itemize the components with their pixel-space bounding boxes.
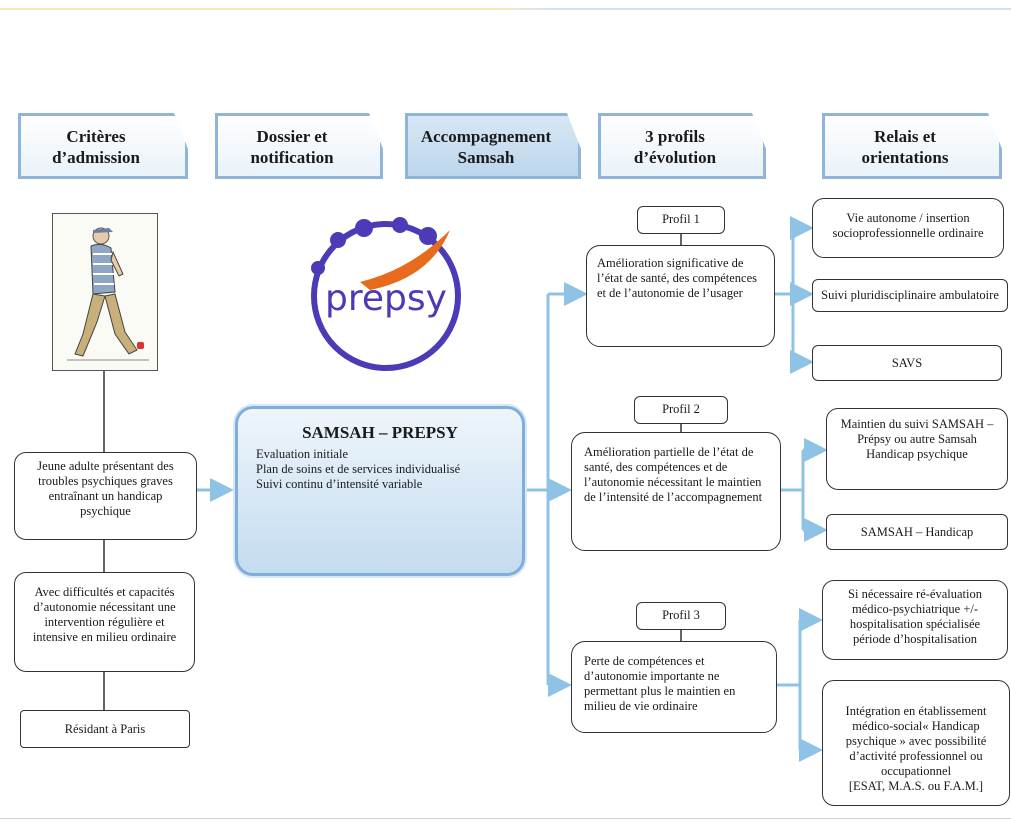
prepsy-logo-text: prepsy bbox=[325, 278, 447, 319]
bottom-border-line bbox=[0, 818, 1011, 819]
relais-maintien-suivi-text: Maintien du suivi SAMSAH – Prépsy ou aut… bbox=[840, 417, 994, 461]
relais-integration-text: Intégration en établissement médico-soci… bbox=[845, 704, 987, 793]
samsah-prepsy-box: SAMSAH – PREPSY Evaluation initiale Plan… bbox=[235, 406, 525, 576]
header-relais: Relais et orientations bbox=[822, 113, 1002, 179]
profil-2-box: Amélioration partielle de l’état de sant… bbox=[571, 432, 781, 551]
criteria-paris-text: Résidant à Paris bbox=[64, 722, 146, 736]
profil-3-box: Perte de compétences et d’autonomie impo… bbox=[571, 641, 777, 733]
criteria-jeune-adulte-text: Jeune adulte présentant des troubles psy… bbox=[37, 459, 174, 518]
header-accompagnement-label: Accompagnement Samsah bbox=[420, 127, 552, 167]
profil-2-text: Amélioration partielle de l’état de sant… bbox=[584, 445, 763, 504]
criteria-box-jeune-adulte: Jeune adulte présentant des troubles psy… bbox=[14, 452, 197, 540]
header-relais-label: Relais et orientations bbox=[861, 127, 949, 167]
profil-1-label: Profil 1 bbox=[637, 206, 725, 234]
header-profils: 3 profils d’évolution bbox=[598, 113, 766, 179]
samsah-line-plan: Plan de soins et de services individuali… bbox=[256, 462, 461, 476]
profil-3-text: Perte de compétences et d’autonomie impo… bbox=[584, 654, 736, 713]
relais-vie-autonome: Vie autonome / insertion socioprofession… bbox=[812, 198, 1004, 258]
header-criteres: Critères d’admission bbox=[18, 113, 188, 179]
relais-suivi-ambulatoire: Suivi pluridisciplinaire ambulatoire bbox=[812, 279, 1008, 312]
profil-1-label-text: Profil 1 bbox=[662, 212, 700, 226]
relais-vie-autonome-text: Vie autonome / insertion socioprofession… bbox=[832, 211, 984, 240]
profil-1-text: Amélioration significative de l’état de … bbox=[597, 256, 757, 300]
prepsy-logo: prepsy bbox=[300, 210, 472, 382]
relais-reevaluation: Si nécessaire ré-évaluation médico-psych… bbox=[822, 580, 1008, 660]
profil-3-label: Profil 3 bbox=[636, 602, 726, 630]
profil-1-box: Amélioration significative de l’état de … bbox=[586, 245, 775, 347]
samsah-line-evaluation: Evaluation initiale bbox=[256, 447, 348, 461]
relais-suivi-ambulatoire-text: Suivi pluridisciplinaire ambulatoire bbox=[821, 288, 999, 302]
walking-person-illustration bbox=[52, 213, 158, 371]
header-criteres-label: Critères d’admission bbox=[52, 127, 140, 167]
profil-3-label-text: Profil 3 bbox=[662, 608, 700, 622]
relais-savs: SAVS bbox=[812, 345, 1002, 381]
profil-2-label: Profil 2 bbox=[634, 396, 728, 424]
relais-savs-text: SAVS bbox=[891, 356, 923, 370]
criteria-box-autonomie: Avec difficultés et capacités d’autonomi… bbox=[14, 572, 195, 672]
top-border-line bbox=[0, 8, 1011, 10]
relais-samsah-handicap-text: SAMSAH – Handicap bbox=[860, 525, 974, 539]
relais-samsah-handicap: SAMSAH – Handicap bbox=[826, 514, 1008, 550]
header-profils-label: 3 profils d’évolution bbox=[633, 127, 717, 167]
samsah-line-suivi: Suivi continu d’intensité variable bbox=[256, 477, 423, 491]
criteria-box-paris: Résidant à Paris bbox=[20, 710, 190, 748]
relais-integration: Intégration en établissement médico-soci… bbox=[822, 680, 1010, 806]
person-icon bbox=[67, 227, 149, 361]
relais-maintien-suivi: Maintien du suivi SAMSAH – Prépsy ou aut… bbox=[826, 408, 1008, 490]
header-accompagnement: Accompagnement Samsah bbox=[405, 113, 581, 179]
header-dossier: Dossier et notification bbox=[215, 113, 383, 179]
samsah-title: SAMSAH – PREPSY bbox=[302, 423, 458, 442]
header-dossier-label: Dossier et notification bbox=[250, 127, 334, 167]
relais-reevaluation-text: Si nécessaire ré-évaluation médico-psych… bbox=[848, 587, 982, 646]
criteria-autonomie-text: Avec difficultés et capacités d’autonomi… bbox=[32, 585, 177, 644]
profil-2-label-text: Profil 2 bbox=[662, 402, 700, 416]
prepsy-logo-icon: prepsy bbox=[311, 217, 461, 371]
